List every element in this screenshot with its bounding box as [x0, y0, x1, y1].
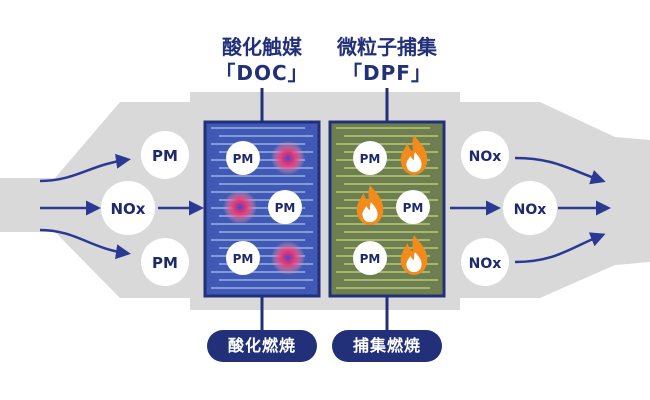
particle-circle	[461, 238, 509, 286]
outlet-label: NOx	[469, 149, 502, 165]
doc-label: PM	[233, 252, 254, 266]
particle-circle	[226, 241, 260, 275]
inlet-particles: PM NOx PM	[101, 131, 189, 286]
dpf-title-code: 「DPF」	[342, 61, 432, 85]
arrow-icon	[39, 228, 131, 260]
doc-title-name: 酸化触媒	[222, 35, 302, 59]
inlet-label: PM	[152, 147, 178, 165]
dpf-title: 微粒子捕集 「DPF」	[322, 34, 452, 86]
glow-particle-icon	[271, 241, 305, 275]
dpf-label: PM	[360, 252, 381, 266]
doc-label: PM	[233, 152, 254, 166]
doc-block	[203, 120, 321, 298]
particle-circle	[396, 190, 430, 224]
dpf-particles: PM PM PM	[353, 135, 430, 275]
particle-circle	[268, 190, 302, 224]
particle-circle	[101, 181, 155, 235]
flame-icon	[400, 135, 428, 175]
inlet-label: NOx	[111, 200, 146, 218]
outlet-arrows	[450, 156, 611, 264]
arrow-icon	[39, 153, 131, 183]
doc-particles: PM PM PM	[223, 141, 305, 275]
doc-title-code: 「DOC」	[215, 61, 309, 85]
particle-circle	[353, 241, 387, 275]
glow-particle-icon	[271, 141, 305, 175]
arrow-icon	[514, 232, 606, 264]
doc-action-badge: 酸化燃焼	[207, 330, 317, 362]
flame-icon	[400, 235, 428, 275]
particle-circle	[353, 141, 387, 175]
inlet-label: PM	[152, 254, 178, 272]
arrow-icon	[514, 156, 606, 185]
particle-circle	[141, 131, 189, 179]
dpf-action-badge: 捕集燃焼	[332, 330, 442, 362]
outlet-label: NOx	[514, 202, 547, 218]
particle-circle	[141, 238, 189, 286]
outlet-label: NOx	[469, 256, 502, 272]
particle-circle	[461, 131, 509, 179]
doc-label: PM	[275, 201, 296, 215]
inlet-arrows	[39, 153, 204, 260]
glow-particle-icon	[223, 190, 257, 224]
outlet-particles: NOx NOx NOx	[461, 131, 557, 286]
particle-circle	[226, 141, 260, 175]
dpf-label: PM	[403, 201, 424, 215]
flame-icon	[356, 185, 384, 225]
dpf-title-name: 微粒子捕集	[337, 35, 437, 59]
doc-title: 酸化触媒 「DOC」	[202, 34, 322, 86]
dpf-label: PM	[360, 152, 381, 166]
particle-circle	[503, 181, 557, 235]
